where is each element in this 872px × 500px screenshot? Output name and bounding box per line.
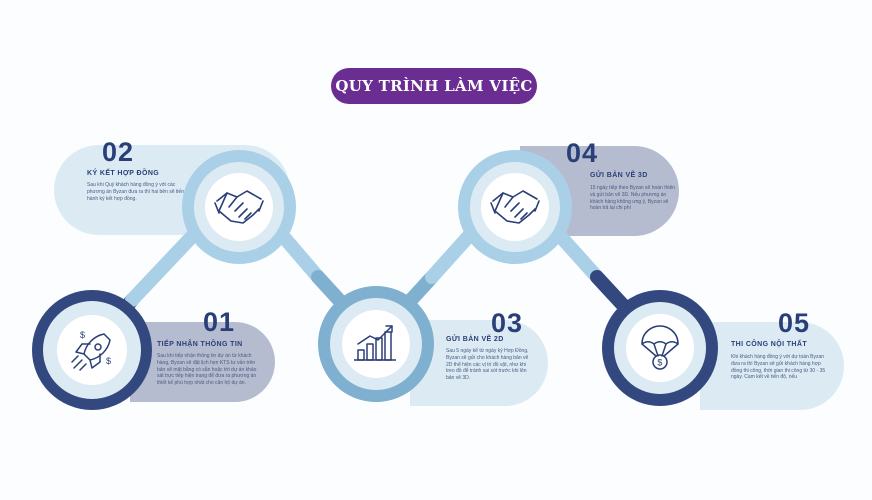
svg-text:$: $ <box>106 356 111 366</box>
step-02-title: KÝ KẾT HỢP ĐỒNG <box>87 170 160 177</box>
step-02-number: 02 <box>102 137 135 167</box>
panel-step-03 <box>410 320 548 406</box>
page-title: QUY TRÌNH LÀM VIỆC <box>331 68 537 104</box>
panel-step-05 <box>700 322 844 410</box>
panel-step-01 <box>130 322 275 402</box>
handshake-icon <box>490 190 540 224</box>
node-step-05 <box>602 290 718 406</box>
step-04-title: GỬI BẢN VẼ 3D <box>590 172 648 179</box>
rocket-icon: $ $ <box>71 330 111 371</box>
step-01-number: 01 <box>203 307 236 337</box>
step-05-title: THI CÔNG NỘI THẤT <box>731 341 808 348</box>
step-02-description: Sau khi Quý khách hàng đồng ý với các ph… <box>87 182 184 202</box>
step-05-number: 05 <box>778 308 811 338</box>
svg-text:$: $ <box>80 330 85 340</box>
step-03-description: Sau 5 ngày kể từ ngày ký Hợp Đồng, Byzan… <box>446 348 529 382</box>
step-04-number: 04 <box>566 138 599 168</box>
step-01-title: TIẾP NHẬN THÔNG TIN <box>157 341 243 348</box>
node-step-01 <box>32 290 152 410</box>
handshake-icon <box>214 190 264 224</box>
money-parachute-icon: $ <box>641 325 679 370</box>
step-04-description: 15 ngày tiếp theo Byzan sẽ hoàn thiện và… <box>590 185 676 212</box>
step-03-number: 03 <box>491 308 524 338</box>
bar-chart-icon <box>354 325 396 361</box>
step-01-description: Sau khi tiếp nhận thông tin dự án từ khá… <box>157 353 257 387</box>
svg-text:$: $ <box>657 358 662 368</box>
step-05-description: Khi khách hàng đồng ý với dự toán Byzan … <box>731 354 826 381</box>
step-03-title: GỬI BẢN VẼ 2D <box>446 336 504 343</box>
